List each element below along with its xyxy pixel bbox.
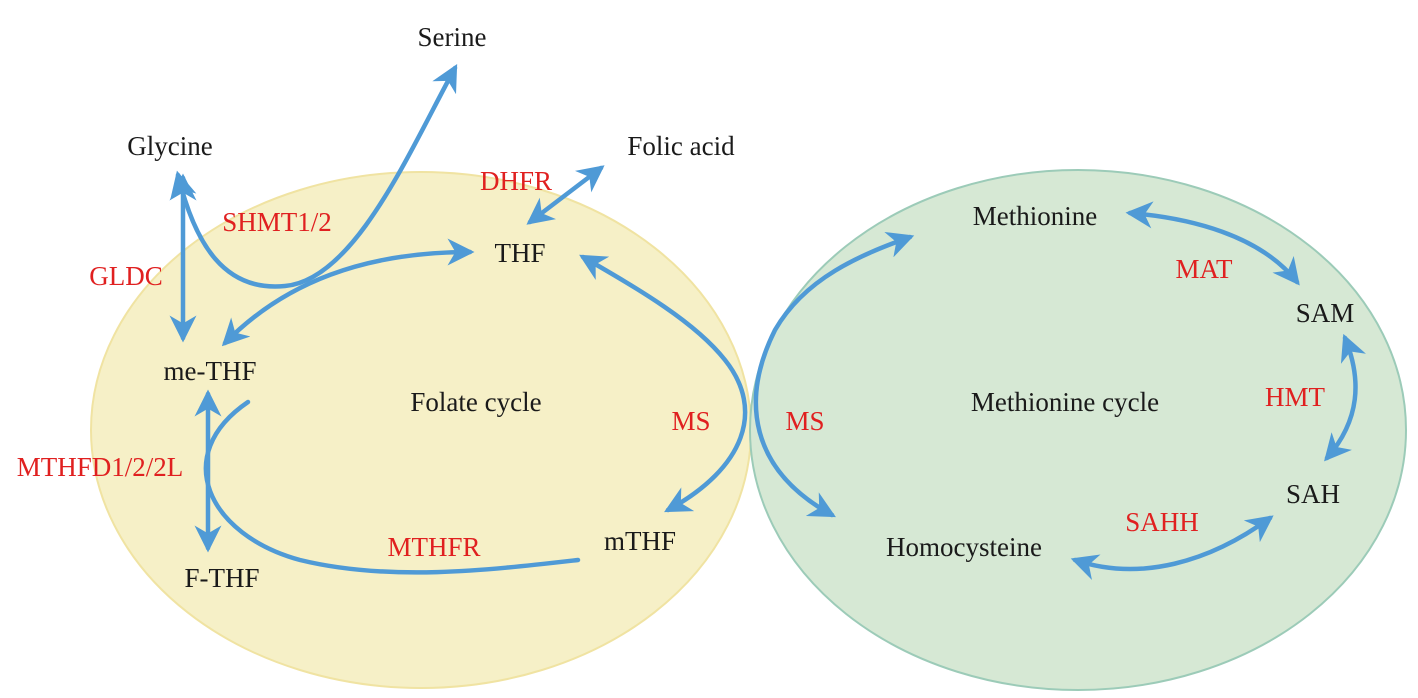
metabolite-mthf: mTHF <box>604 526 676 556</box>
hmt-arrow <box>1324 333 1366 462</box>
enzyme-shmt: SHMT1/2 <box>222 207 332 237</box>
enzyme-sahh: SAHH <box>1125 507 1199 537</box>
enzyme-gldc: GLDC <box>89 261 163 291</box>
ms-methionine-arrow <box>753 231 915 518</box>
methionine-cycle-label: Methionine cycle <box>971 387 1159 417</box>
methf-thf-arrow <box>221 238 475 347</box>
enzyme-ms-methionine: MS <box>785 406 824 436</box>
ms-folate-arrow <box>579 254 748 513</box>
folate-cycle-label: Folate cycle <box>410 387 541 417</box>
enzyme-ms-folate: MS <box>671 406 710 436</box>
metabolite-methionine: Methionine <box>973 201 1097 231</box>
metabolite-f-thf: F-THF <box>184 563 259 593</box>
metabolite-sam: SAM <box>1296 298 1355 328</box>
methionine-cycle-region <box>749 169 1407 691</box>
mthfr-arrow <box>203 399 581 575</box>
metabolite-glycine: Glycine <box>127 131 212 161</box>
metabolite-thf: THF <box>494 238 545 268</box>
enzyme-mthfr: MTHFR <box>387 532 480 562</box>
folate-cycle-region <box>90 171 752 689</box>
dhfr-arrow <box>526 165 605 225</box>
metabolite-serine: Serine <box>418 22 487 52</box>
metabolite-sah: SAH <box>1286 479 1340 509</box>
sahh-arrow <box>1070 515 1274 580</box>
enzyme-dhfr: DHFR <box>480 166 552 196</box>
enzyme-mthfd: MTHFD1/2/2L <box>17 452 184 482</box>
enzyme-mat: MAT <box>1175 254 1233 284</box>
metabolite-homocysteine: Homocysteine <box>886 532 1042 562</box>
metabolite-me-thf: me-THF <box>164 356 257 386</box>
mat-arrow <box>1125 201 1300 286</box>
enzyme-hmt: HMT <box>1265 382 1326 412</box>
metabolite-folic-acid: Folic acid <box>627 131 735 161</box>
